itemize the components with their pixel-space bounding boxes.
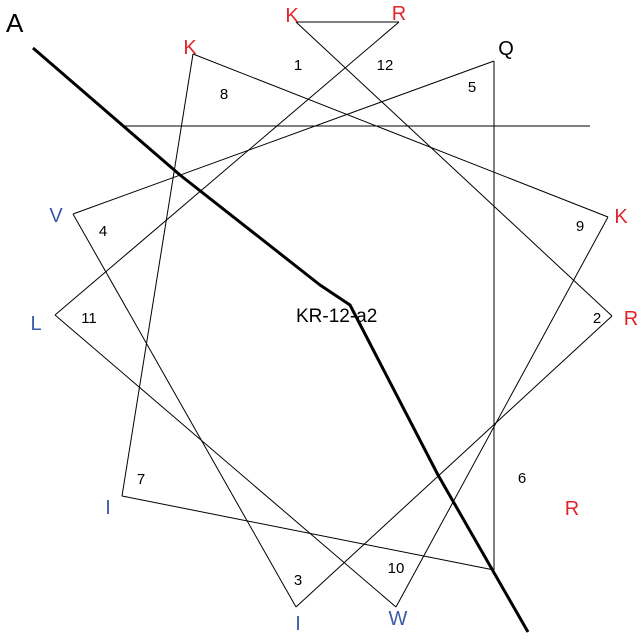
helix-edge-7-8 [121, 53, 194, 497]
residue-label-1: K [285, 5, 299, 27]
residue-label-9: K [614, 206, 628, 228]
residue-label-2: R [624, 308, 638, 330]
helix-edge-6-7 [121, 495, 495, 571]
helix-connections [54, 21, 613, 608]
position-number-11: 11 [81, 310, 97, 327]
helix-edge-8-9 [192, 53, 609, 218]
helix-edge-10-11 [54, 314, 397, 608]
helix-edge-3-4 [72, 213, 297, 608]
panel-label: A [6, 8, 24, 38]
position-number-3: 3 [294, 572, 302, 589]
position-number-7: 7 [137, 471, 145, 488]
residue-label-8: K [183, 37, 197, 59]
position-number-1: 1 [294, 57, 302, 74]
position-number-5: 5 [468, 79, 476, 96]
helix-edge-4-5 [72, 60, 495, 215]
helix-edge-11-12 [54, 21, 400, 316]
residue-label-6: R [565, 498, 579, 520]
residue-label-11: L [30, 313, 41, 335]
position-number-4: 4 [99, 223, 107, 240]
residue-label-7: I [105, 497, 111, 519]
position-number-8: 8 [220, 86, 228, 103]
position-number-6: 6 [518, 470, 526, 487]
residue-label-3: I [295, 613, 301, 635]
helix-edge-2-3 [295, 315, 613, 608]
residue-label-10: W [389, 608, 408, 630]
residue-labels: K R I V Q R I K K W L R [30, 3, 638, 635]
position-number-12: 12 [377, 57, 394, 74]
helix-edge-9-10 [395, 216, 609, 608]
position-number-9: 9 [576, 218, 584, 235]
helix-edge-1-2 [295, 21, 613, 317]
hydrophobic-face-divider [32, 46, 530, 633]
residue-label-12: R [392, 3, 406, 25]
peptide-name: KR-12-a2 [296, 306, 377, 327]
position-number-2: 2 [593, 310, 601, 327]
residue-label-5: Q [498, 38, 514, 60]
residue-label-4: V [49, 205, 63, 227]
position-number-10: 10 [388, 560, 405, 577]
